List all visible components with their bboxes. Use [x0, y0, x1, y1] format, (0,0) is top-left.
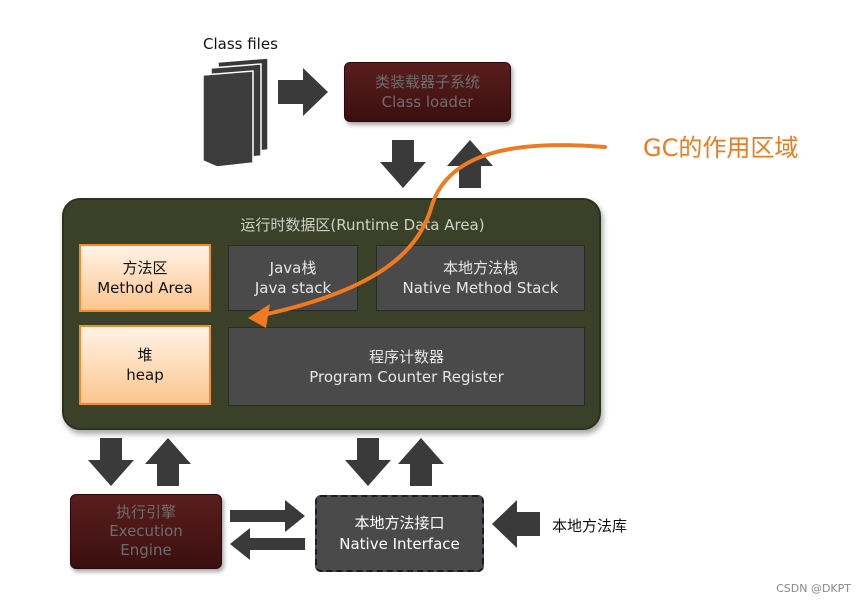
arrow-right-icon: [230, 500, 305, 532]
heap-cn: 堆: [137, 346, 153, 364]
method-area-box: 方法区 Method Area: [79, 244, 211, 312]
native-interface-en: Native Interface: [339, 534, 460, 553]
gc-label: GC的作用区域: [643, 134, 799, 162]
execution-engine-cn: 执行引擎: [115, 503, 176, 521]
arrow-right-icon: [278, 68, 328, 116]
heap-box: 堆 heap: [79, 325, 211, 405]
execution-engine-en2: Engine: [120, 541, 172, 559]
arrow-left-icon: [492, 500, 540, 548]
java-stack-en: Java stack: [254, 279, 332, 297]
pc-register-en: Program Counter Register: [309, 367, 504, 386]
arrow-down-icon: [345, 438, 391, 486]
class-files-label: Class files: [203, 35, 278, 53]
arrow-up-icon: [398, 438, 444, 486]
method-area-cn: 方法区: [122, 259, 168, 277]
native-method-stack-box: 本地方法栈 Native Method Stack: [376, 245, 585, 311]
pc-register-cn: 程序计数器: [368, 347, 444, 366]
class-loader-cn: 类装载器子系统: [374, 73, 480, 91]
execution-engine-box: 执行引擎 Execution Engine: [70, 494, 222, 569]
watermark: CSDN @DKPT: [776, 582, 851, 595]
arrow-down-icon: [380, 140, 426, 188]
execution-engine-en1: Execution: [109, 522, 183, 540]
native-method-stack-en: Native Method Stack: [402, 279, 559, 297]
class-files-icon: [202, 57, 269, 168]
class-loader-en: Class loader: [381, 93, 474, 111]
java-stack-box: Java栈 Java stack: [228, 245, 358, 311]
native-library-label: 本地方法库: [552, 517, 628, 535]
native-interface-cn: 本地方法接口: [354, 513, 445, 532]
gc-curve: [256, 143, 607, 318]
heap-en: heap: [126, 366, 164, 384]
arrow-down-icon: [88, 438, 134, 486]
java-stack-cn: Java栈: [269, 259, 317, 277]
arrow-up-icon: [145, 438, 191, 486]
gc-arrowhead-icon: [248, 304, 270, 328]
native-interface-box: 本地方法接口 Native Interface: [315, 495, 484, 572]
class-loader-box: 类装载器子系统 Class loader: [344, 62, 511, 122]
pc-register-box: 程序计数器 Program Counter Register: [228, 327, 585, 406]
native-method-stack-cn: 本地方法栈: [442, 259, 518, 277]
method-area-en: Method Area: [97, 279, 193, 297]
arrow-left-icon: [230, 528, 305, 560]
